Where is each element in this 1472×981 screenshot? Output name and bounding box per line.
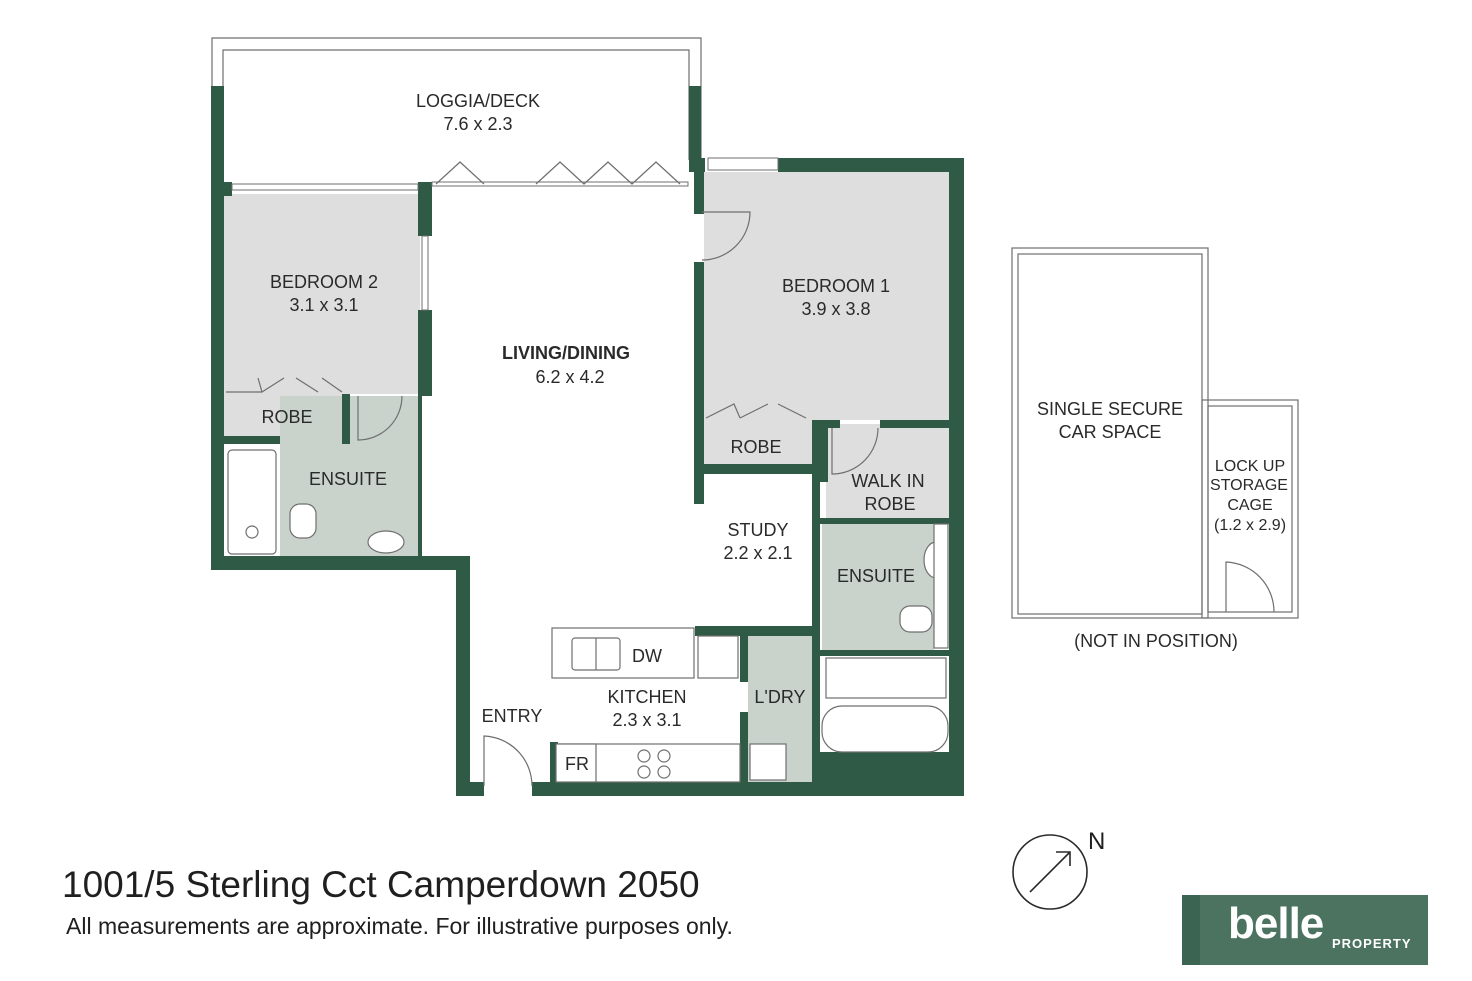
bath-1 xyxy=(821,705,949,753)
bedroom1-size: 3.9 x 3.8 xyxy=(801,299,870,319)
laundry-tub xyxy=(749,743,787,781)
storage-size: (1.2 x 2.9) xyxy=(1214,517,1286,534)
kitchen-name: KITCHEN xyxy=(607,687,686,707)
logo-accent-bar xyxy=(1182,895,1200,965)
fr-label: FR xyxy=(565,754,589,774)
study-size: 2.2 x 2.1 xyxy=(723,543,792,563)
bedroom2-size: 3.1 x 3.1 xyxy=(289,295,358,315)
toilet-2 xyxy=(289,503,317,539)
loggia-name: LOGGIA/DECK xyxy=(416,91,540,111)
robe2-label: ROBE xyxy=(261,407,312,427)
toilet-1 xyxy=(899,605,933,633)
fridge-space xyxy=(555,743,597,783)
door-swings xyxy=(226,211,1275,787)
car-line1: SINGLE SECURE xyxy=(1037,399,1183,419)
loggia-size: 7.6 x 2.3 xyxy=(443,114,512,134)
walkin-line1: WALK IN xyxy=(851,471,924,491)
basin-2 xyxy=(367,530,405,554)
ensuite1-label: ENSUITE xyxy=(837,566,915,586)
study-name: STUDY xyxy=(727,520,788,540)
north-compass xyxy=(1012,834,1088,910)
storage-cage xyxy=(1201,399,1299,619)
kitchen-size: 2.3 x 3.1 xyxy=(612,710,681,730)
living-size: 6.2 x 4.2 xyxy=(535,367,604,387)
disclaimer: All measurements are approximate. For il… xyxy=(66,913,733,939)
parking-note: (NOT IN POSITION) xyxy=(1074,631,1238,651)
property-address: 1001/5 Sterling Cct Camperdown 2050 xyxy=(62,864,700,905)
ensuite-1 xyxy=(822,522,934,656)
ensuite2-label: ENSUITE xyxy=(309,469,387,489)
compass-north-label: N xyxy=(1088,828,1106,855)
bifold-doors xyxy=(231,157,779,311)
bedroom2-name: BEDROOM 2 xyxy=(270,272,378,292)
storage-line3: CAGE xyxy=(1227,497,1272,514)
walls xyxy=(211,86,964,796)
robe1-label: ROBE xyxy=(730,437,781,457)
robe-1 xyxy=(704,420,812,466)
storage-line2: STORAGE xyxy=(1210,477,1288,494)
brand-name: belle xyxy=(1228,899,1324,948)
entry-label: ENTRY xyxy=(482,706,543,726)
storage-line1: LOCK UP xyxy=(1215,458,1285,475)
bedroom-1 xyxy=(704,172,950,420)
dw-label: DW xyxy=(632,646,662,666)
laundry-label: L'DRY xyxy=(754,687,805,707)
bedroom1-name: BEDROOM 1 xyxy=(782,276,890,296)
bedroom-2 xyxy=(224,194,420,394)
living-name: LIVING/DINING xyxy=(502,343,630,363)
fixtures xyxy=(227,449,949,783)
brand-logo: belle PROPERTY xyxy=(1182,895,1428,965)
shower-recess xyxy=(697,635,739,679)
car-line2: CAR SPACE xyxy=(1059,422,1162,442)
shower-1 xyxy=(825,657,947,699)
bath-2 xyxy=(227,449,277,555)
brand-sub: PROPERTY xyxy=(1332,936,1412,951)
walkin-line2: ROBE xyxy=(864,494,915,514)
